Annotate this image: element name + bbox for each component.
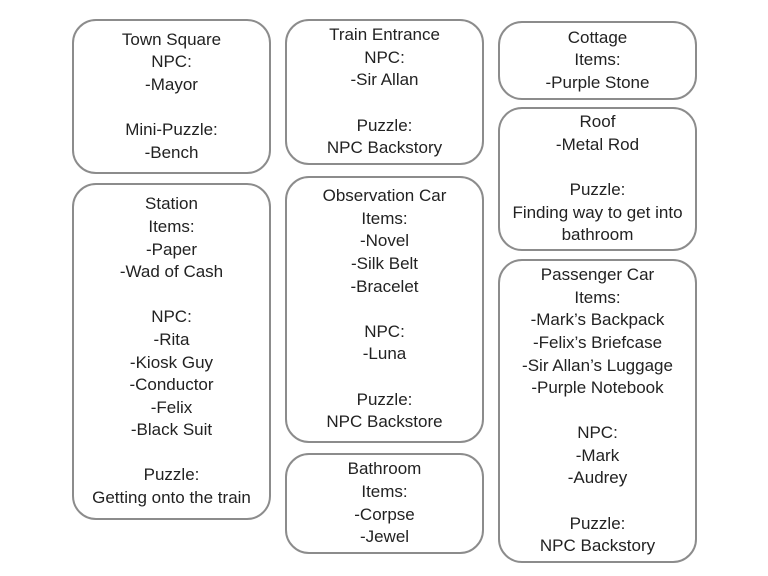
card-line: NPC Backstory (326, 138, 443, 158)
card-title: Town Square (121, 29, 222, 49)
card-line: -Bench (144, 142, 199, 162)
card-line: Puzzle: (143, 465, 200, 485)
card-line: -Metal Rod (555, 134, 640, 154)
card-title: Observation Car (322, 186, 447, 206)
card-line: Finding way to get into (512, 202, 683, 222)
card-line: Puzzle: (356, 389, 413, 409)
card-line: NPC: (151, 307, 192, 327)
card-line: -Mark (575, 445, 620, 465)
card-line: -Felix (150, 397, 193, 417)
card-title: Cottage (567, 27, 628, 47)
card-line: -Silk Belt (350, 254, 419, 274)
card-line: NPC Backstore (326, 412, 443, 432)
card-line: Getting onto the train (92, 488, 251, 508)
card-line: -Wad of Cash (119, 262, 224, 282)
card-line: NPC: (364, 47, 405, 67)
card-line: -Mayor (145, 74, 198, 94)
card-line: Items: (148, 216, 195, 236)
card-line: Puzzle: (356, 115, 413, 135)
card-line: -Rita (153, 329, 190, 349)
card-line: -Corpse (354, 504, 415, 524)
card-title: Train Entrance (329, 25, 440, 45)
card-title: Passenger Car (540, 265, 655, 285)
card-title: Station (145, 194, 198, 214)
card-line: -Conductor (129, 375, 214, 395)
card-line: Items: (361, 208, 408, 228)
card-line: -Purple Notebook (531, 378, 664, 398)
card-line: -Kiosk Guy (129, 352, 214, 372)
card-line: NPC Backstory (539, 536, 656, 556)
card-line: NPC: (151, 52, 192, 72)
card-title: Roof (579, 112, 616, 132)
card-line: NPC: (364, 321, 405, 341)
card-line: -Black Suit (130, 420, 213, 440)
card-line: Items: (361, 481, 408, 501)
card-line: -Purple Stone (545, 72, 650, 92)
card-line: NPC: (577, 423, 618, 443)
card-line: -Audrey (567, 468, 628, 488)
card-line: Puzzle: (569, 513, 626, 533)
card-line: -Sir Allan (350, 70, 419, 90)
card-line: Items: (574, 50, 621, 70)
card-line: -Novel (359, 231, 410, 251)
card-line: Puzzle: (569, 180, 626, 199)
card-line: bathroom (561, 225, 634, 245)
card-line: -Paper (145, 239, 198, 259)
card-line: -Jewel (359, 527, 410, 547)
card-line: -Mark’s Backpack (530, 310, 665, 330)
card-title: Bathroom (347, 459, 422, 479)
card-line: -Bracelet (350, 276, 419, 296)
card-line: Mini-Puzzle: (125, 120, 218, 140)
card-line: Items: (574, 287, 621, 307)
card-line: -Felix’s Briefcase (532, 332, 663, 352)
card-line: -Luna (362, 344, 407, 364)
card-line: -Sir Allan’s Luggage (522, 355, 673, 375)
